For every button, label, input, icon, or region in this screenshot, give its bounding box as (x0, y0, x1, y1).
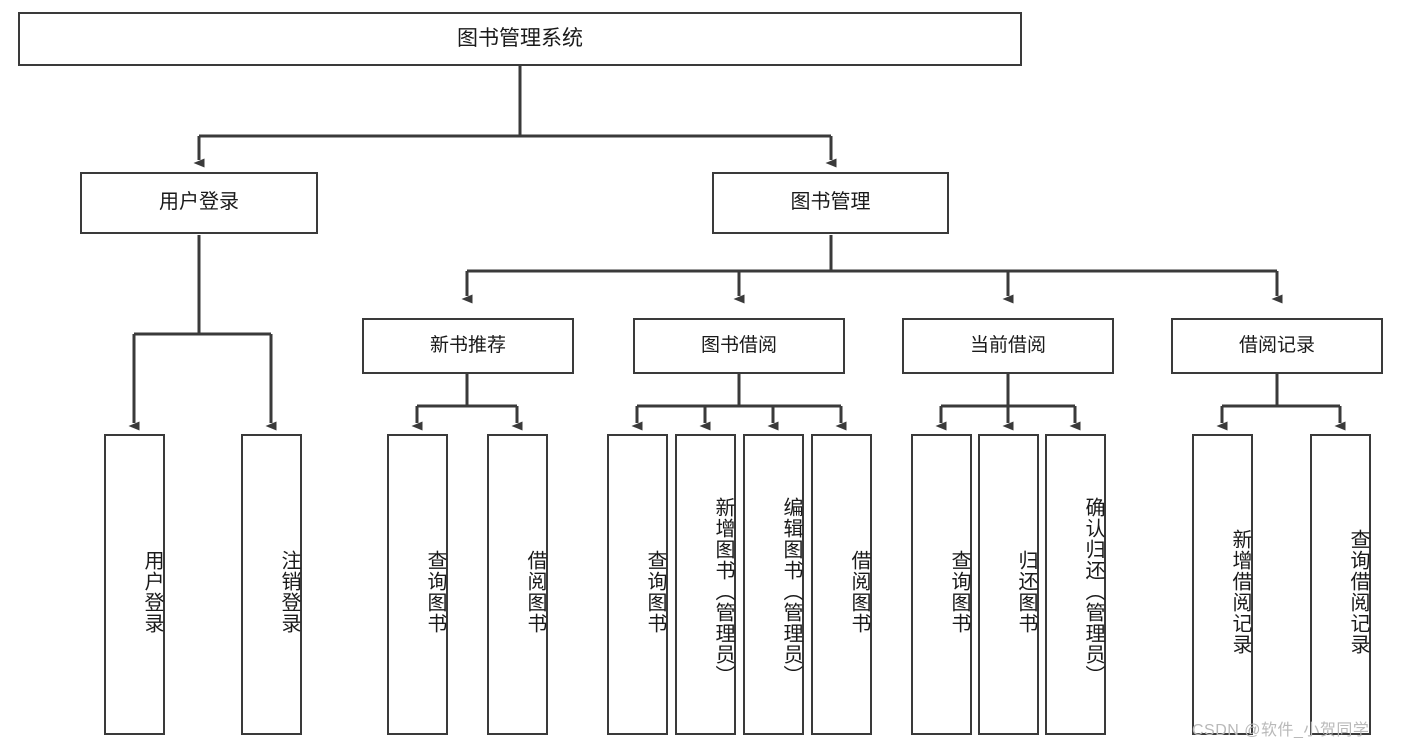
node-user-login-label: 用户登录 (159, 191, 239, 214)
node-new-book-recommend-label: 新书推荐 (429, 334, 506, 356)
node-borrow-record[interactable]: 借阅记录 (1171, 318, 1383, 374)
leaf-borrow-book[interactable]: 借阅图书 (811, 434, 872, 735)
node-borrow-record-label: 借阅记录 (1238, 334, 1315, 356)
leaf-query-book-borrow-label: 查询图书 (644, 549, 666, 634)
node-user-login[interactable]: 用户登录 (80, 172, 318, 234)
leaf-return-book-label: 归还图书 (1015, 549, 1037, 634)
leaf-confirm-return-admin[interactable]: 确认归还（管理员） (1045, 434, 1106, 735)
node-new-book-recommend[interactable]: 新书推荐 (362, 318, 574, 374)
leaf-borrow-book-recommend-label: 借阅图书 (524, 549, 546, 634)
leaf-edit-book-admin[interactable]: 编辑图书（管理员） (743, 434, 804, 735)
leaf-query-borrow-record[interactable]: 查询借阅记录 (1310, 434, 1371, 735)
leaf-user-login[interactable]: 用户登录 (104, 434, 165, 735)
node-current-borrow-label: 当前借阅 (969, 334, 1046, 356)
leaf-edit-book-admin-label: 编辑图书（管理员） (780, 497, 802, 686)
leaf-query-book-current-label: 查询图书 (948, 549, 970, 634)
leaf-add-borrow-record[interactable]: 新增借阅记录 (1192, 434, 1253, 735)
leaf-logout[interactable]: 注销登录 (241, 434, 302, 735)
node-root-label: 图书管理系统 (457, 26, 583, 50)
node-current-borrow[interactable]: 当前借阅 (902, 318, 1114, 374)
leaf-logout-label: 注销登录 (278, 549, 300, 634)
node-book-borrow-label: 图书借阅 (700, 334, 777, 356)
leaf-add-borrow-record-label: 新增借阅记录 (1229, 528, 1251, 655)
leaf-query-book-recommend-label: 查询图书 (424, 549, 446, 634)
leaf-query-borrow-record-label: 查询借阅记录 (1347, 528, 1369, 655)
leaf-query-book-borrow[interactable]: 查询图书 (607, 434, 668, 735)
leaf-user-login-label: 用户登录 (141, 549, 163, 634)
csdn-watermark: CSDN @软件_小贺同学 (1192, 722, 1370, 739)
leaf-query-book-current[interactable]: 查询图书 (911, 434, 972, 735)
leaf-query-book-recommend[interactable]: 查询图书 (387, 434, 448, 735)
leaf-add-book-admin[interactable]: 新增图书（管理员） (675, 434, 736, 735)
node-book-management-label: 图书管理 (790, 191, 871, 214)
node-book-borrow[interactable]: 图书借阅 (633, 318, 845, 374)
node-root[interactable]: 图书管理系统 (18, 12, 1022, 66)
node-book-management[interactable]: 图书管理 (712, 172, 949, 234)
leaf-borrow-book-label: 借阅图书 (848, 549, 870, 634)
leaf-borrow-book-recommend[interactable]: 借阅图书 (487, 434, 548, 735)
leaf-confirm-return-admin-label: 确认归还（管理员） (1082, 497, 1104, 686)
leaf-add-book-admin-label: 新增图书（管理员） (712, 497, 734, 686)
leaf-return-book[interactable]: 归还图书 (978, 434, 1039, 735)
